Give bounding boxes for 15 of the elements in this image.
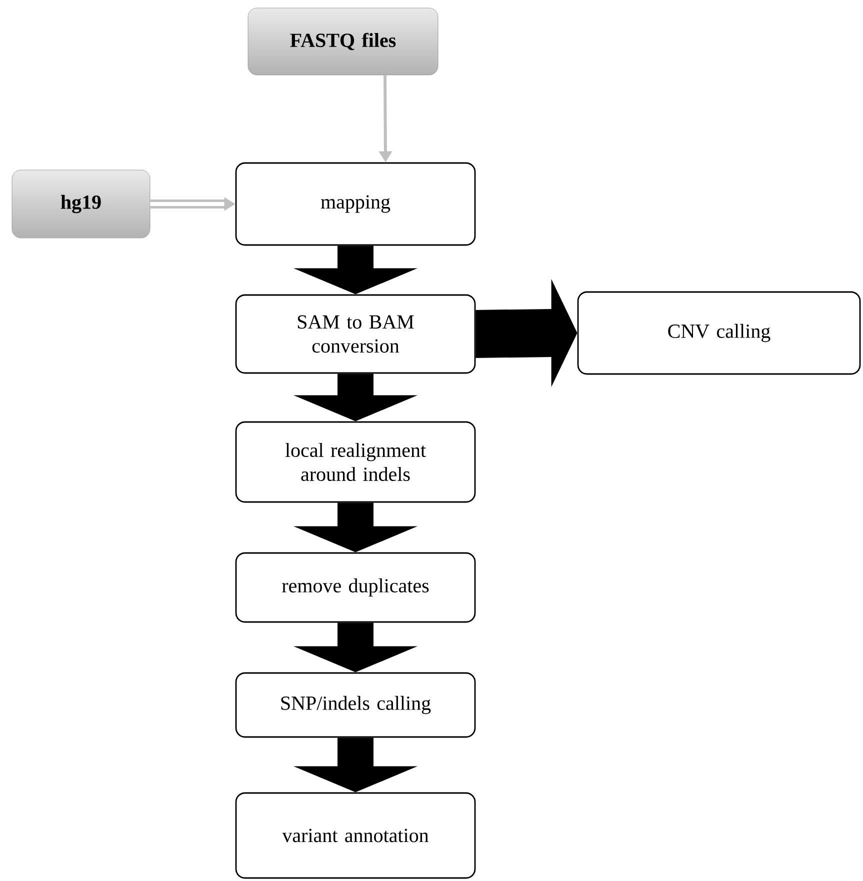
block-arrow	[294, 622, 418, 672]
process-box: SNP/indels calling	[235, 672, 476, 738]
process-box: CNV calling	[577, 291, 861, 375]
input-box: hg19	[12, 170, 150, 238]
process-box: variant annotation	[235, 792, 476, 879]
input-box: FASTQ files	[248, 8, 438, 76]
process-box: local realignment around indels	[235, 421, 476, 503]
block-arrow	[294, 374, 418, 422]
block-arrow	[476, 279, 578, 387]
block-arrow	[294, 738, 418, 792]
process-box: remove duplicates	[235, 552, 476, 623]
block-arrow	[294, 246, 418, 294]
process-box: SAM to BAM conversion	[235, 294, 476, 374]
block-arrow	[294, 502, 418, 552]
process-box: mapping	[235, 162, 476, 246]
